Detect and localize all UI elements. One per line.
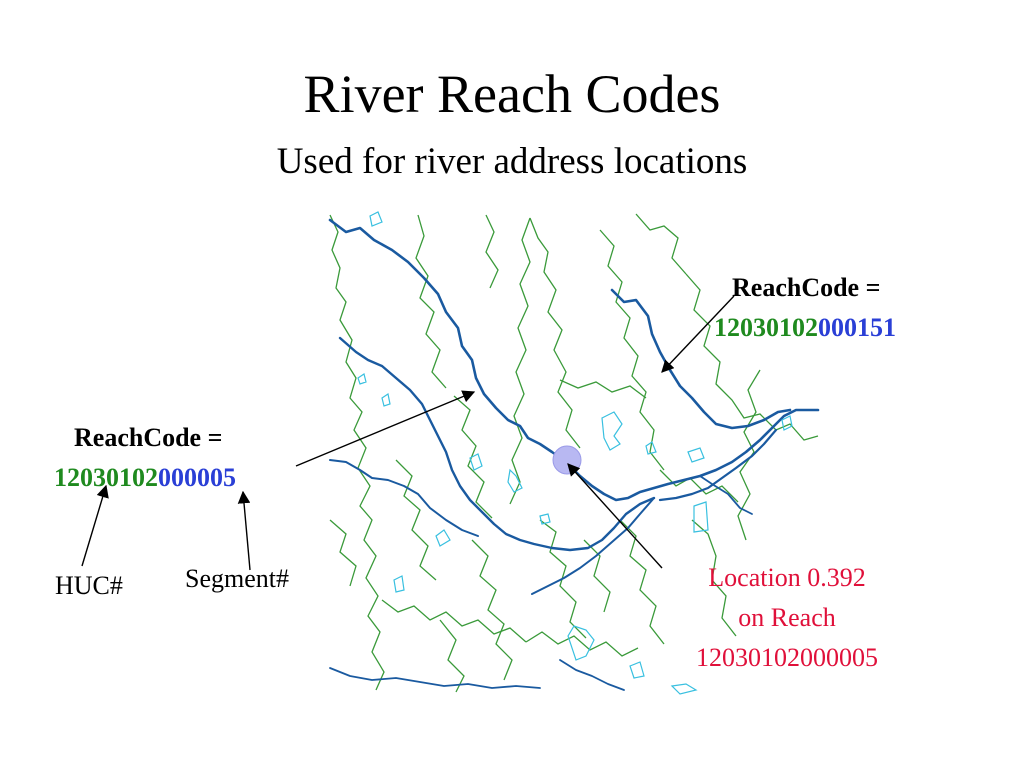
callout-arrows	[81, 295, 735, 571]
location-line-3: 12030102000005	[696, 643, 878, 672]
arrow-left-reach	[295, 390, 476, 467]
slide-title: River Reach Codes	[303, 64, 721, 124]
left-reachcode-segment: 000005	[158, 463, 236, 492]
left-reachcode-label: ReachCode =	[74, 423, 223, 452]
segment-annotation: Segment#	[185, 564, 289, 593]
water-bodies	[357, 211, 793, 695]
arrow-right-reach	[661, 295, 735, 373]
watershed-boundaries	[329, 213, 819, 693]
arrow-segment	[237, 490, 251, 571]
slide-subtitle: Used for river address locations	[276, 141, 748, 182]
right-reachcode-label: ReachCode =	[732, 273, 881, 302]
river-network	[328, 218, 820, 691]
arrow-location	[567, 463, 663, 569]
location-line-1: Location 0.392	[708, 563, 866, 592]
location-line-2: on Reach	[738, 603, 836, 632]
location-marker	[552, 445, 582, 475]
left-reachcode-huc: 12030102	[54, 463, 158, 492]
right-reachcode-huc: 12030102	[714, 313, 818, 342]
right-reachcode-value: 12030102000151	[714, 312, 896, 344]
huc-annotation: HUC#	[55, 571, 123, 600]
arrow-huc	[81, 484, 109, 567]
left-reachcode-value: 12030102000005	[54, 462, 236, 494]
right-reachcode-segment: 000151	[818, 313, 896, 342]
